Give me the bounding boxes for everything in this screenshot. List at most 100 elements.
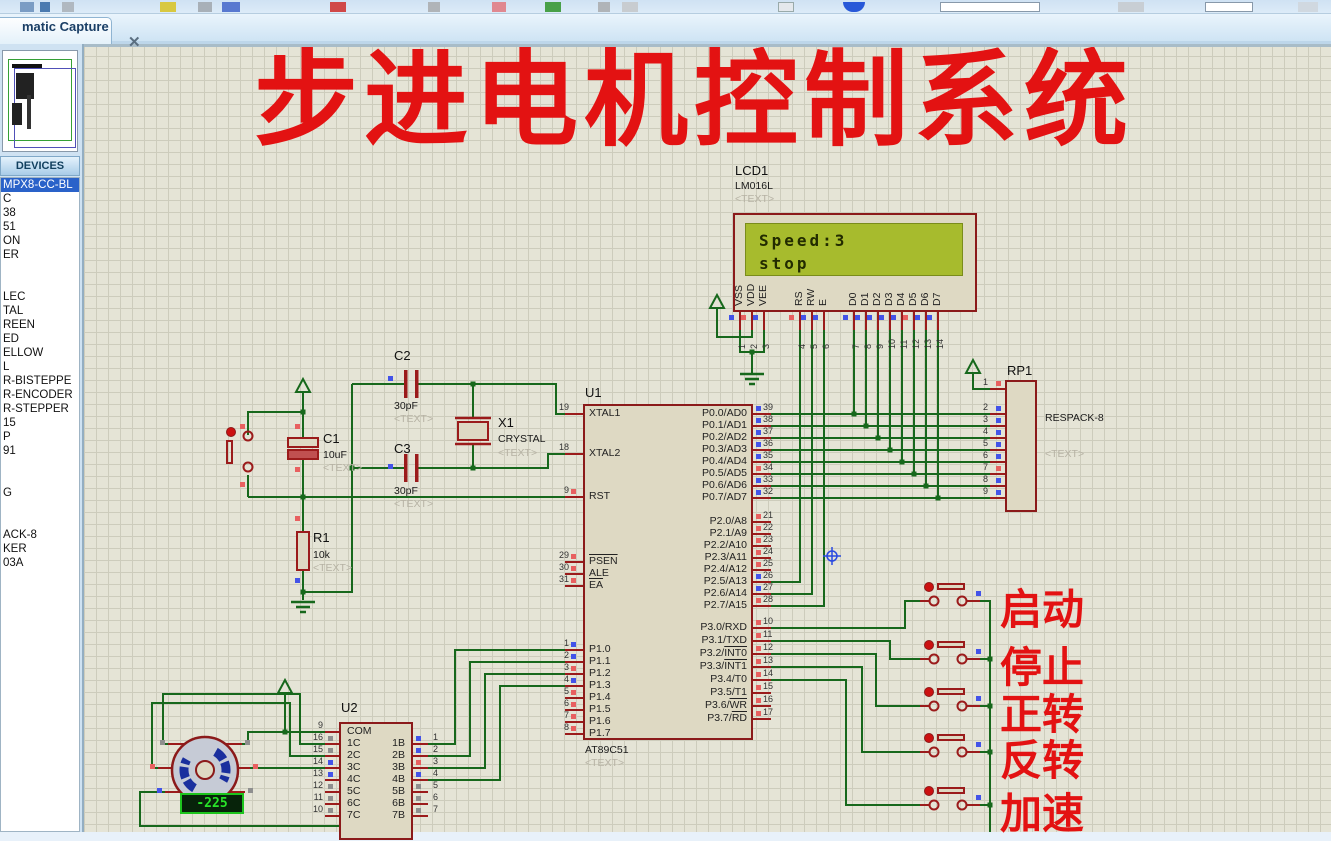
- toolbar-icon-fragment[interactable]: [843, 2, 865, 12]
- tab-schematic-capture[interactable]: [0, 17, 112, 44]
- toolbar-icon-fragment[interactable]: [778, 2, 794, 12]
- component-label: RESPACK-8: [1045, 412, 1104, 424]
- toolbar-icon-fragment[interactable]: [40, 2, 50, 12]
- toolbar-icon-fragment[interactable]: [1298, 2, 1318, 12]
- pin-label: 6C: [347, 797, 361, 809]
- pin-number: 27: [763, 582, 774, 592]
- component-label: LM016L: [735, 180, 773, 192]
- pin-state-indicator: [753, 315, 758, 320]
- pin-state-indicator: [571, 489, 576, 494]
- pin-state-indicator: [843, 315, 848, 320]
- pin-label: P0.3/AD3: [702, 443, 747, 455]
- device-list-item[interactable]: 15: [3, 417, 16, 429]
- toolbar-icon-fragment[interactable]: [1118, 2, 1144, 12]
- button-label[interactable]: 加速: [1000, 790, 1085, 837]
- device-list-item[interactable]: 91: [3, 445, 16, 457]
- device-list-item[interactable]: TAL: [3, 305, 24, 317]
- pin-number: 13: [763, 655, 774, 665]
- device-list-item[interactable]: ED: [3, 333, 19, 345]
- device-list-item[interactable]: REEN: [3, 319, 35, 331]
- reset-button-terminal: [242, 461, 254, 473]
- device-list-item[interactable]: [1, 276, 79, 290]
- device-list-item[interactable]: P: [3, 431, 11, 443]
- device-list-item[interactable]: ACK-8: [3, 529, 37, 541]
- toolbar-icon-fragment[interactable]: [222, 2, 240, 12]
- pin-number: 11: [313, 792, 323, 802]
- device-list-item[interactable]: LEC: [3, 291, 26, 303]
- toolbar-icon-fragment[interactable]: [62, 2, 74, 12]
- pin-state-indicator: [756, 633, 761, 638]
- button-label[interactable]: 正转: [1000, 691, 1085, 738]
- component-label: <TEXT>: [323, 462, 363, 474]
- toolbar-icon-fragment[interactable]: [598, 2, 610, 12]
- toolbar-input-fragment[interactable]: [940, 2, 1040, 12]
- pin-number: 4: [797, 343, 807, 349]
- toolbar-icon-fragment[interactable]: [622, 2, 638, 12]
- u1-at89c51-chip[interactable]: [583, 404, 753, 740]
- component-label: 10uF: [323, 449, 347, 461]
- device-list-item[interactable]: [1, 500, 79, 514]
- lcd-text-line2: stop: [759, 254, 810, 273]
- rp1-respack-chip[interactable]: [1005, 380, 1037, 512]
- lcd-text-line1: Speed:3: [759, 231, 848, 250]
- button-label[interactable]: 启动: [1000, 586, 1085, 633]
- toolbar-icon-fragment[interactable]: [20, 2, 34, 12]
- toolbar-icon-fragment[interactable]: [545, 2, 561, 12]
- wire-junction: [470, 381, 476, 387]
- device-list-item[interactable]: KER: [3, 543, 27, 555]
- toolbar-icon-fragment[interactable]: [1205, 2, 1253, 12]
- toolbar-icon-fragment[interactable]: [160, 2, 176, 12]
- toolbar-icon-fragment[interactable]: [330, 2, 346, 12]
- button-label[interactable]: 反转: [1000, 737, 1085, 784]
- toolbar-icon-fragment[interactable]: [428, 2, 440, 12]
- wire-junction: [935, 495, 941, 501]
- button-label[interactable]: 停止: [1000, 644, 1085, 691]
- pin-state-indicator: [756, 598, 761, 603]
- top-toolbar[interactable]: [0, 0, 1331, 14]
- device-list-item[interactable]: MPX8-CC-BL: [1, 178, 79, 192]
- toolbar-icon-fragment[interactable]: [198, 2, 212, 12]
- button-bar: [937, 641, 965, 648]
- device-list-item[interactable]: 03A: [3, 557, 24, 569]
- pin-number: 9: [563, 485, 569, 495]
- pin-label: P1.5: [589, 703, 611, 715]
- device-list-item[interactable]: R-STEPPER: [3, 403, 69, 415]
- wire-junction: [851, 411, 857, 417]
- component-label: C3: [394, 441, 411, 456]
- device-list-item[interactable]: [1, 262, 79, 276]
- pin-label: P2.1/A9: [709, 527, 747, 539]
- resistor-body: [296, 531, 310, 571]
- preview-thumbnail: [27, 95, 31, 129]
- device-list-item[interactable]: ON: [3, 235, 21, 247]
- device-list-item[interactable]: C: [3, 193, 12, 205]
- device-list-item[interactable]: [1, 458, 79, 472]
- tab-close-icon[interactable]: ✕: [128, 34, 141, 51]
- device-list-item[interactable]: ER: [3, 249, 19, 261]
- pin-label: P3.4/T0: [710, 673, 747, 685]
- device-list-item[interactable]: [1, 514, 79, 528]
- pin-state-indicator: [976, 591, 981, 596]
- wire-junction: [749, 349, 755, 355]
- button-terminal: [956, 700, 968, 712]
- device-list-item[interactable]: L: [3, 361, 10, 373]
- pin-number: 4: [982, 426, 988, 436]
- devices-header[interactable]: DEVICES: [0, 156, 80, 176]
- device-list-item[interactable]: 51: [3, 221, 16, 233]
- component-label: 30pF: [394, 400, 418, 412]
- device-list-item[interactable]: [1, 472, 79, 486]
- device-list-item[interactable]: 38: [3, 207, 16, 219]
- pin-number: 6: [821, 343, 831, 349]
- wire: [247, 411, 303, 435]
- device-list-item[interactable]: G: [3, 487, 12, 499]
- capacitor-plate: [415, 454, 419, 482]
- device-list-item[interactable]: ELLOW: [3, 347, 44, 359]
- device-list-item[interactable]: R-BISTEPPE: [3, 375, 72, 387]
- toolbar-icon-fragment[interactable]: [492, 2, 506, 12]
- device-list-item[interactable]: R-ENCODER: [3, 389, 73, 401]
- schematic-overview-preview[interactable]: [2, 50, 78, 152]
- pin-state-indicator: [756, 538, 761, 543]
- pin-number: 5: [809, 343, 819, 349]
- u2-driver-chip[interactable]: [339, 722, 413, 840]
